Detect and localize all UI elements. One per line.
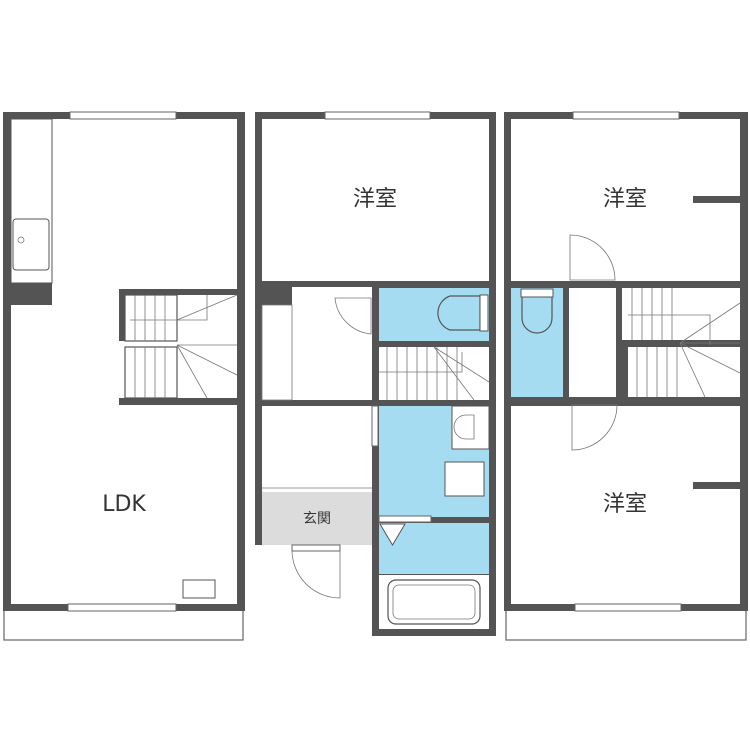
entrance	[262, 492, 372, 545]
staircase	[622, 288, 741, 398]
toilet-room	[511, 288, 563, 397]
window	[324, 111, 431, 120]
unit-middle: 玄関 洋室	[255, 111, 496, 636]
window	[574, 603, 682, 612]
washbasin-icon	[451, 405, 490, 450]
door-swing	[291, 549, 341, 599]
window	[69, 111, 177, 120]
door-swing	[571, 404, 618, 451]
sink-icon	[12, 218, 50, 271]
toilet-icon	[521, 295, 553, 334]
room-label-ldk: LDK	[102, 492, 146, 517]
door-swing	[569, 234, 616, 281]
room-label-western-room: 洋室	[353, 187, 397, 212]
door-swing	[334, 297, 372, 335]
room-label-entrance: 玄関	[303, 510, 331, 527]
staircase	[119, 289, 238, 405]
drain-icon	[379, 523, 406, 546]
cabinet	[182, 579, 216, 599]
toilet-room	[379, 288, 489, 341]
toilet-icon	[437, 295, 481, 331]
washing-machine	[444, 461, 485, 497]
room-label-western-room-upper: 洋室	[603, 187, 647, 212]
unit-left: LDK	[3, 111, 245, 641]
bathtub-icon	[387, 579, 481, 625]
window	[572, 111, 680, 120]
room-label-western-room-lower: 洋室	[603, 492, 647, 517]
balcony	[505, 609, 747, 641]
unit-right: 洋室 洋室	[504, 111, 748, 641]
balcony	[3, 609, 244, 641]
staircase	[379, 346, 490, 401]
window	[67, 603, 177, 612]
